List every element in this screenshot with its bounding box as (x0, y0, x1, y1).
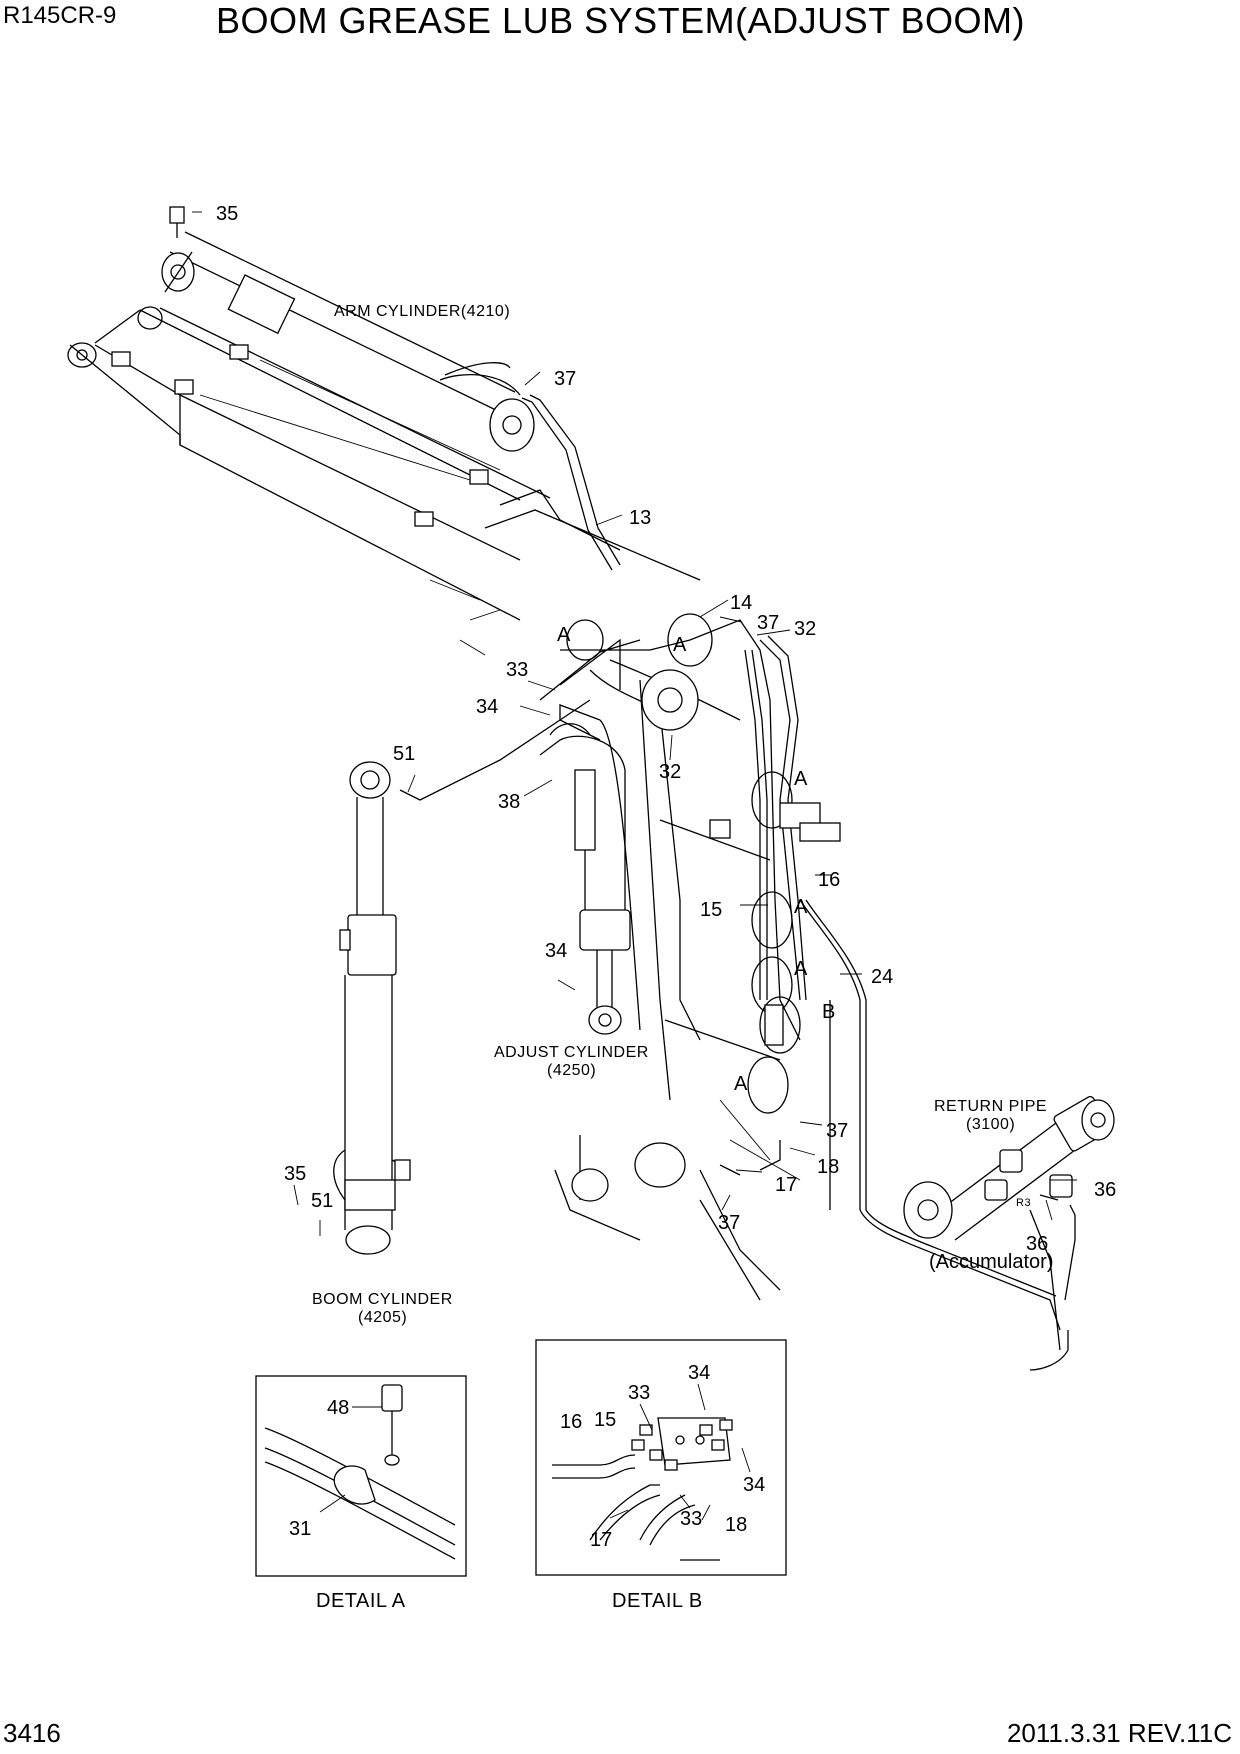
detail-a-callout-48: 48 (327, 1397, 349, 1419)
callout-17: 17 (775, 1174, 797, 1196)
detail-b-callout-15: 15 (594, 1409, 616, 1431)
detail-b-callout-17: 17 (590, 1529, 612, 1551)
callout-32-right: 32 (794, 618, 816, 640)
arm-cylinder-drawing (161, 206, 621, 571)
revision-date: 2011.3.31 REV.11C (1006, 1718, 1232, 1748)
detail-marker-a: A (794, 896, 808, 918)
adjust-cylinder-code: (4250) (547, 1062, 596, 1079)
callout-15: 15 (700, 899, 722, 921)
r3-port-label: R3 (1016, 1197, 1031, 1209)
detail-b-callout-33-top: 33 (628, 1382, 650, 1404)
detail-b-callout-34-right: 34 (743, 1474, 765, 1496)
model-number: R145CR-9 (3, 2, 117, 29)
page-number: 3416 (3, 1718, 61, 1748)
callout-35-top: 35 (216, 203, 238, 225)
boom-cylinder-caption: BOOM CYLINDER (312, 1291, 453, 1308)
detail-a-caption: DETAIL A (316, 1590, 406, 1612)
adjust-cylinder-caption: ADJUST CYLINDER (494, 1044, 649, 1061)
accumulator-caption: (Accumulator) (929, 1251, 1053, 1273)
lub-piping-drawing (539, 613, 1061, 1351)
detail-b-callout-18: 18 (725, 1514, 747, 1536)
boom-cylinder-drawing (333, 699, 591, 1255)
return-pipe-code: (3100) (966, 1116, 1015, 1133)
callout-51-top: 51 (393, 743, 415, 765)
callout-32-pivot: 32 (659, 761, 681, 783)
arm-structure-drawing (67, 306, 701, 656)
callout-36-right: 36 (1094, 1179, 1116, 1201)
return-pipe-drawing (903, 1095, 1115, 1371)
detail-a-callout-31: 31 (289, 1518, 311, 1540)
callout-13: 13 (629, 507, 651, 529)
detail-marker-a: A (794, 768, 808, 790)
callout-18: 18 (817, 1156, 839, 1178)
page-title: BOOM GREASE LUB SYSTEM(ADJUST BOOM) (216, 0, 1025, 41)
detail-b-callout-16: 16 (560, 1411, 582, 1433)
adjust-cylinder-drawing (539, 723, 631, 1035)
detail-marker-a: A (673, 634, 687, 656)
callout-37-bottom: 37 (718, 1212, 740, 1234)
boom-cylinder-code: (4205) (358, 1309, 407, 1326)
return-pipe-caption: RETURN PIPE (934, 1098, 1047, 1115)
arm-cylinder-caption: ARM CYLINDER(4210) (334, 303, 510, 320)
callout-37-low: 37 (826, 1120, 848, 1142)
boom-structure-drawing (554, 619, 801, 1301)
detail-marker-a: A (557, 624, 571, 646)
detail-b-caption: DETAIL B (612, 1590, 703, 1612)
callout-34-adjust: 34 (545, 940, 567, 962)
callout-37-mid: 37 (757, 612, 779, 634)
leader-lines (192, 211, 1077, 1236)
callout-35-bottom: 35 (284, 1163, 306, 1185)
callout-37-top: 37 (554, 368, 576, 390)
callout-16: 16 (818, 869, 840, 891)
detail-b-callout-34-top: 34 (688, 1362, 710, 1384)
detail-b-box (535, 1339, 787, 1576)
callout-51-bottom: 51 (311, 1190, 333, 1212)
detail-marker-a: A (734, 1073, 748, 1095)
callout-34: 34 (476, 696, 498, 718)
callout-14: 14 (730, 592, 752, 614)
callout-38: 38 (498, 791, 520, 813)
callout-36-accumulator: 36 (1026, 1233, 1048, 1255)
callout-24: 24 (871, 966, 893, 988)
callout-33: 33 (506, 659, 528, 681)
detail-a-box (255, 1375, 467, 1577)
detail-b-callout-33-bottom: 33 (680, 1508, 702, 1530)
detail-marker-b: B (822, 1001, 835, 1023)
detail-marker-a: A (794, 958, 808, 980)
